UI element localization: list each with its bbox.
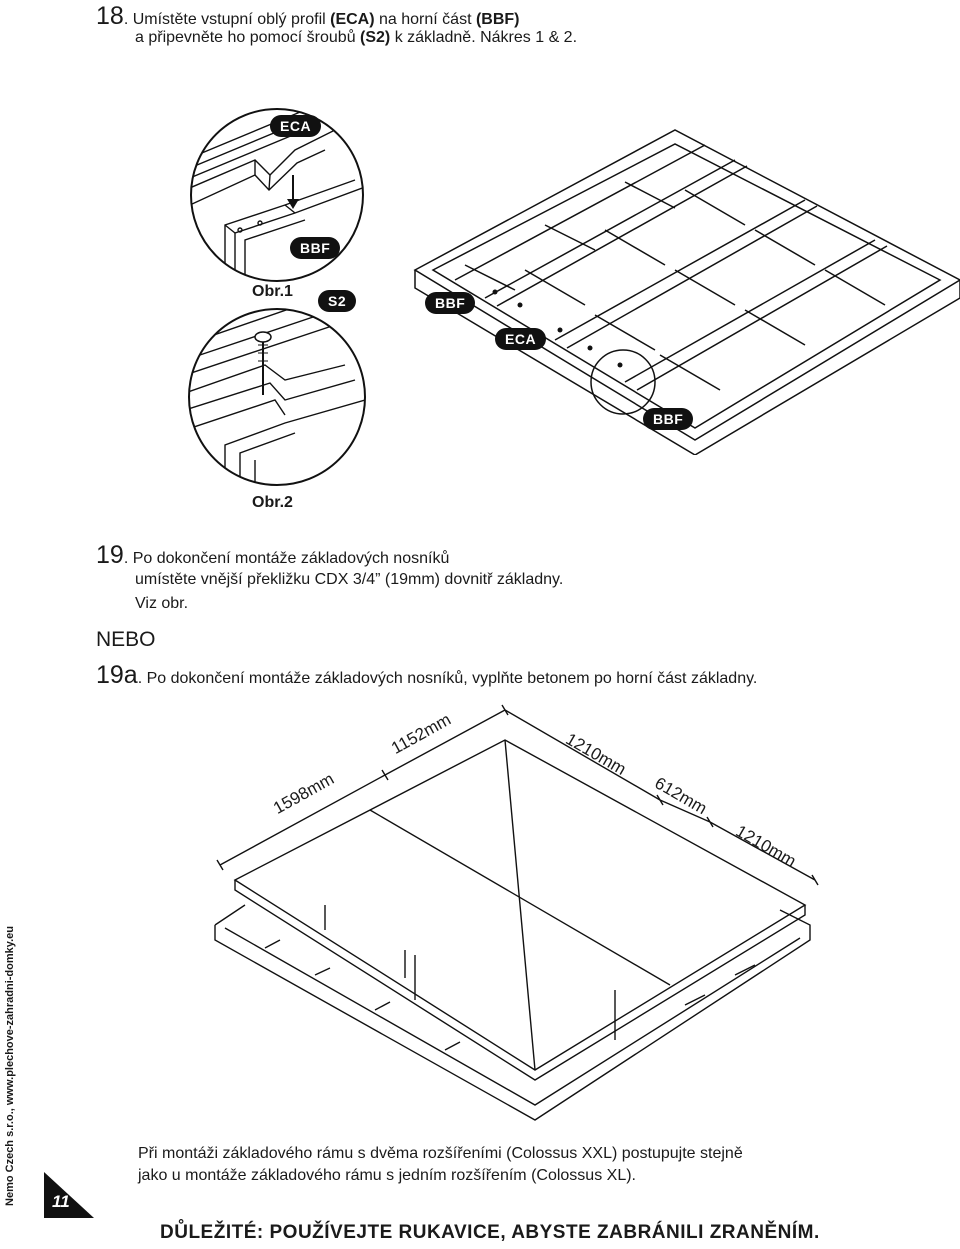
page-number-triangle bbox=[44, 1172, 94, 1218]
step-19-number: 19 bbox=[96, 541, 124, 569]
figure-1-caption: Obr.1 bbox=[252, 283, 293, 300]
tag-bbf-main: BBF bbox=[425, 292, 476, 314]
tag-eca-fig1: ECA bbox=[270, 115, 322, 137]
note-line-1: Při montáži základového rámu s dvěma roz… bbox=[138, 1145, 743, 1162]
tag-s2: S2 bbox=[318, 290, 357, 312]
tag-bbf-main-2: BBF bbox=[643, 408, 694, 430]
note-line-2: jako u montáže základového rámu s jedním… bbox=[138, 1167, 636, 1184]
step-19-line-3: Viz obr. bbox=[135, 595, 189, 612]
step-18-line-2: a připevněte ho pomocí šroubů (S2) k zák… bbox=[135, 29, 578, 46]
figure-2-caption: Obr.2 bbox=[252, 494, 293, 511]
step-18-line-1: 18. Umístěte vstupní oblý profil (ECA) n… bbox=[96, 2, 520, 30]
or-label: NEBO bbox=[96, 628, 156, 651]
side-credit: Nemo Czech s.r.o., www.plechove-zahradni… bbox=[4, 926, 16, 1206]
step-19a-number: 19a bbox=[96, 661, 138, 689]
plywood-layout-drawing bbox=[214, 704, 819, 1121]
step-18-number: 18 bbox=[96, 2, 124, 30]
tag-eca-main: ECA bbox=[495, 328, 547, 350]
step-19-line-1: 19. Po dokončení montáže základových nos… bbox=[96, 541, 450, 569]
page-number: 11 bbox=[52, 1192, 70, 1211]
step-19a-line: 19a. Po dokončení montáže základových no… bbox=[96, 661, 758, 689]
tag-bbf-fig1: BBF bbox=[290, 237, 341, 259]
safety-warning: DŮLEŽITÉ: POUŽÍVEJTE RUKAVICE, ABYSTE ZA… bbox=[160, 1222, 820, 1243]
figure-2-detail bbox=[188, 308, 366, 486]
base-frame-drawing bbox=[413, 129, 960, 455]
step-19-line-2: umístěte vnější překližku CDX 3/4” (19mm… bbox=[135, 571, 564, 588]
